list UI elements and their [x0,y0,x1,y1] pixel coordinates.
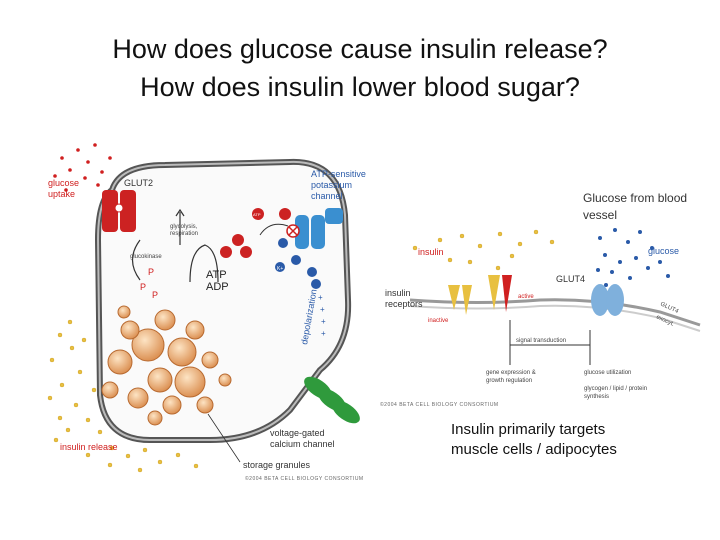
k-channel-label-3: channel [311,191,343,201]
glucose-from-vessel-note: Glucose from blood vessel [583,190,687,224]
glut2-label: GLUT2 [124,178,153,188]
glut2-transporter [102,190,136,232]
inactive-label: inactive [428,318,449,324]
glucose-dots-target [596,228,670,287]
glucose-util-label: glucose utilization [584,370,631,376]
glucose-dots-outside [53,143,112,192]
ca-channel [304,376,360,424]
svg-text:+: + [320,305,325,314]
insulin-label-target: insulin [418,247,444,257]
glucokinase-arrow [131,239,141,281]
k-ion-label: K+ [277,266,283,272]
active-label: active [518,294,534,300]
k-ions [275,238,321,289]
receptors-label-1: insulin [385,288,411,298]
receptors-label-2: receptors [385,299,423,309]
svg-text:+: + [321,329,326,338]
glucose-uptake-label-2: uptake [48,189,75,199]
svg-text:+: + [318,293,323,302]
insulin-release-dots [47,319,199,473]
storage-granules-label: storage granules [243,460,311,470]
gene-label-2: growth regulation [486,378,532,384]
glucokinase-label: glucokinase [130,254,162,260]
title-line-2: How does insulin lower blood sugar? [140,72,580,102]
insulin-dots-target [412,229,555,271]
glut4-label: GLUT4 [556,274,585,284]
p-token-1: P [148,267,154,277]
beta-copyright: ©2004 BETA CELL BIOLOGY CONSORTIUM [245,475,364,482]
atp-tokens [220,208,291,258]
title-line-1: How does glucose cause insulin release? [112,34,608,64]
glut4-transporter [591,284,624,316]
target-copyright: ©2004 BETA CELL BIOLOGY CONSORTIUM [380,401,499,408]
glucose-note-line-1: Glucose from blood [583,191,688,205]
adp-label: ADP [206,281,229,293]
signal-label: signal transduction [516,338,566,344]
insulin-targets-note: Insulin primarily targets muscle cells /… [451,420,617,460]
glucose-note-line-2: vessel [583,208,618,222]
depolarization-charges: + + + + [318,293,326,338]
glycogen-label-2: synthesis [584,394,609,400]
p-token-3: P [152,290,158,300]
k-channel-label-1: ATP-sensitive [311,169,366,179]
k-atp-channel [286,208,343,249]
svg-text:+: + [321,317,326,326]
atp-token-label: ATP [253,212,261,217]
k-channel-label-2: potassium [311,180,352,190]
storage-granules [101,305,232,426]
p-token-2: P [140,282,146,292]
glycolysis-label-1: glycolysis, [170,224,198,230]
insulin-note-line-1: Insulin primarily targets [451,421,606,438]
gene-label-1: gene expression & [486,370,536,376]
slide-title: How does glucose cause insulin release? … [0,30,720,106]
atp-label: ATP [206,269,227,281]
glycolysis-label-2: respiration [170,231,198,237]
ca-channel-label-2: calcium channel [270,439,335,449]
atp-adp-cycle [189,244,219,283]
ca-channel-label-1: voltage-gated [270,428,325,438]
insulin-note-line-2: muscle cells / adipocytes [451,441,617,458]
glycogen-label-1: glycogen / lipid / protein [584,386,647,392]
insulin-release-label: insulin release [60,442,118,452]
glucose-label-target: glucose [648,246,679,256]
glucose-uptake-label-1: glucose [48,178,79,188]
insulin-receptors [448,275,512,315]
